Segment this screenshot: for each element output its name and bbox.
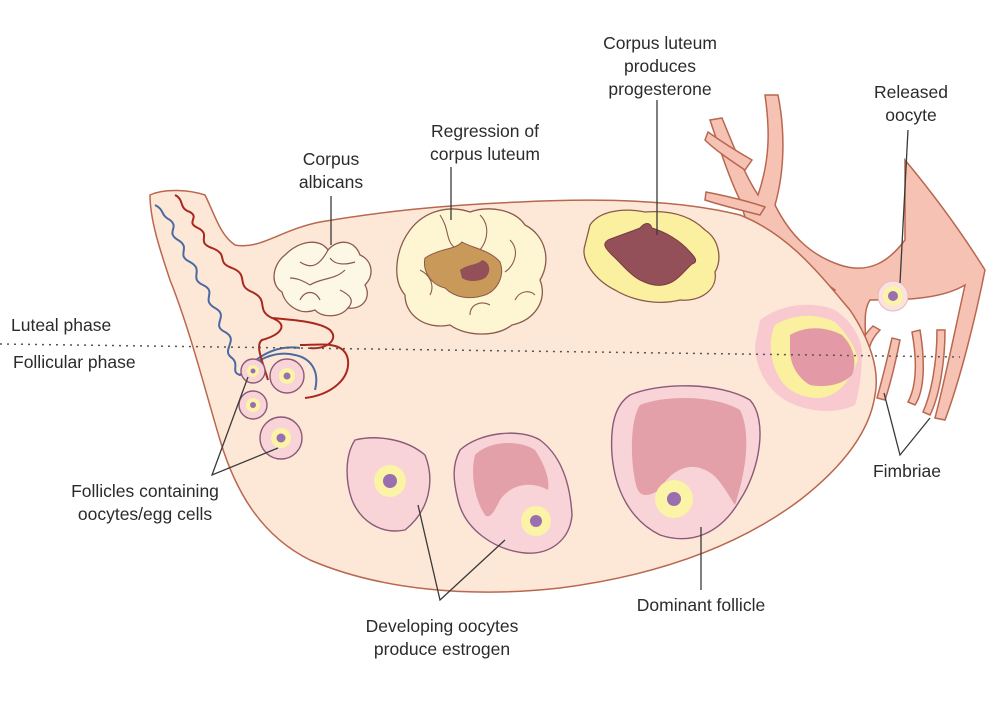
- label-follicles: Follicles containing oocytes/egg cells: [71, 481, 219, 524]
- label-line: Released: [874, 82, 948, 102]
- label-corpus-luteum: Corpus luteum produces progesterone: [603, 33, 717, 99]
- regressing-corpus-luteum: [396, 208, 547, 335]
- label-developing: Developing oocytes produce estrogen: [366, 616, 519, 659]
- label-line: corpus luteum: [430, 144, 540, 164]
- leader-lines: [210, 100, 931, 602]
- corpus-luteum: [583, 209, 720, 303]
- label-regression: Regression of corpus luteum: [430, 121, 540, 164]
- label-corpus-albicans: Corpus albicans: [299, 149, 363, 192]
- label-line: Developing oocytes: [366, 616, 519, 636]
- label-line: oocyte: [885, 105, 937, 125]
- label-line: albicans: [299, 172, 363, 192]
- developing-follicle-2: [453, 432, 573, 554]
- label-line: Corpus: [303, 149, 360, 169]
- label-follicular-phase: Follicular phase: [13, 352, 136, 372]
- primordial-follicles: [238, 358, 305, 460]
- ruptured-follicle: [755, 304, 862, 412]
- label-line: produces: [624, 56, 696, 76]
- dominant-follicle: [610, 385, 761, 540]
- label-line: Regression of: [431, 121, 539, 141]
- artery: [174, 194, 350, 399]
- label-luteal-phase: Luteal phase: [11, 315, 111, 335]
- label-fimbriae: Fimbriae: [873, 461, 941, 481]
- label-line: oocytes/egg cells: [78, 504, 212, 524]
- label-dominant-follicle: Dominant follicle: [637, 595, 765, 615]
- released-oocyte: [877, 280, 909, 312]
- label-line: Corpus luteum: [603, 33, 717, 53]
- label-released-oocyte: Released oocyte: [874, 82, 948, 125]
- label-line: progesterone: [608, 79, 711, 99]
- corpus-albicans: [273, 241, 372, 317]
- label-line: produce estrogen: [374, 639, 510, 659]
- label-line: Follicles containing: [71, 481, 219, 501]
- developing-follicle-1: [346, 437, 431, 532]
